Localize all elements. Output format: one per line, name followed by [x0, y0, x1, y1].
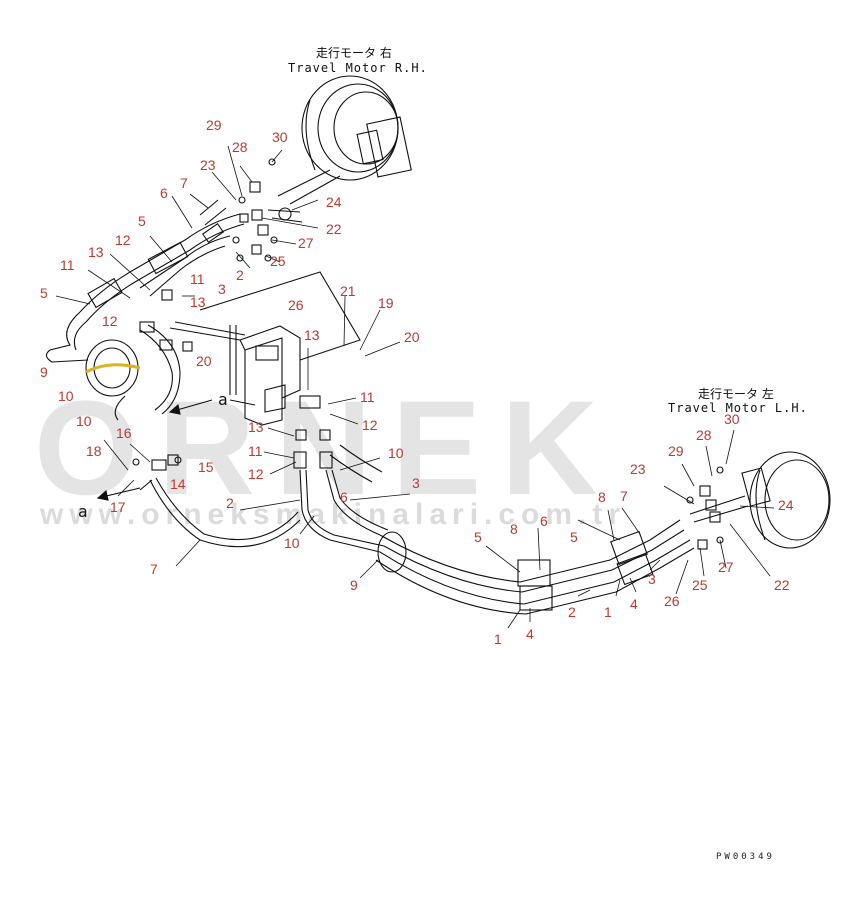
- travel-motor-rh-drawing: [267, 75, 412, 223]
- callout-label[interactable]: 27: [718, 559, 734, 575]
- callout-label[interactable]: 11: [190, 271, 205, 287]
- callout-label[interactable]: 12: [248, 466, 264, 482]
- callout-label[interactable]: 10: [284, 535, 300, 551]
- callout-label[interactable]: 12: [115, 232, 131, 248]
- leader-lines: [55, 145, 775, 629]
- callout-label[interactable]: 2: [568, 604, 576, 620]
- callout-label[interactable]: 20: [196, 353, 212, 369]
- title-lh-japanese: 走行モータ 左: [698, 387, 774, 401]
- callout-label[interactable]: 3: [218, 281, 226, 297]
- callout-label[interactable]: 7: [180, 175, 188, 191]
- left-long-hose: [132, 454, 301, 548]
- callout-label[interactable]: 23: [200, 157, 216, 173]
- callout-label[interactable]: 13: [304, 327, 320, 343]
- callout-label[interactable]: 3: [648, 571, 656, 587]
- callout-label[interactable]: 23: [630, 461, 646, 477]
- callout-label[interactable]: 17: [110, 499, 126, 515]
- callout-label[interactable]: 18: [86, 443, 102, 459]
- callout-label[interactable]: 6: [340, 489, 348, 505]
- callout-label[interactable]: 10: [58, 388, 74, 404]
- callout-label[interactable]: 13: [248, 419, 264, 435]
- callout-label[interactable]: 5: [570, 529, 578, 545]
- callout-label[interactable]: 26: [664, 593, 680, 609]
- callout-label[interactable]: 6: [160, 185, 168, 201]
- center-valve: [169, 271, 361, 426]
- callout-label[interactable]: 28: [232, 139, 248, 155]
- title-rh-english: Travel Motor R.H.: [288, 61, 428, 75]
- callout-label[interactable]: 14: [170, 476, 186, 492]
- title-rh-japanese: 走行モータ 右: [316, 46, 392, 60]
- title-lh-english: Travel Motor L.H.: [668, 401, 808, 415]
- callout-label[interactable]: 5: [138, 213, 146, 229]
- view-arrows: [96, 399, 213, 501]
- callout-label[interactable]: 10: [76, 413, 92, 429]
- callout-label[interactable]: 25: [270, 253, 286, 269]
- callout-label[interactable]: 29: [206, 117, 222, 133]
- callout-label[interactable]: 24: [326, 194, 342, 210]
- callout-label[interactable]: 5: [474, 529, 482, 545]
- callout-label[interactable]: 2: [236, 267, 244, 283]
- callout-label[interactable]: 11: [60, 257, 75, 273]
- callout-label[interactable]: 3: [412, 475, 420, 491]
- callout-label[interactable]: 4: [630, 596, 638, 612]
- callout-label[interactable]: 1: [604, 604, 612, 620]
- callout-label[interactable]: 30: [272, 129, 288, 145]
- callout-label[interactable]: 11: [248, 443, 263, 459]
- highlight-mark: [85, 363, 141, 374]
- callout-label[interactable]: 19: [378, 295, 394, 311]
- callout-label[interactable]: 8: [510, 521, 518, 537]
- callout-label[interactable]: 2: [226, 495, 234, 511]
- callout-label[interactable]: 5: [40, 285, 48, 301]
- callout-label[interactable]: 13: [190, 294, 206, 310]
- callout-label[interactable]: 9: [40, 364, 48, 380]
- main-hose-bundle: [375, 519, 695, 615]
- callout-label[interactable]: 20: [404, 329, 420, 345]
- callout-label[interactable]: 24: [778, 497, 794, 513]
- callout-label[interactable]: 9: [350, 577, 358, 593]
- view-mark-a-upper: a: [218, 390, 228, 409]
- view-mark-a-lower: a: [78, 502, 88, 521]
- callout-label[interactable]: 12: [102, 313, 118, 329]
- callout-label[interactable]: 13: [88, 244, 104, 260]
- callout-label[interactable]: 1: [494, 631, 502, 647]
- callout-label[interactable]: 22: [326, 221, 342, 237]
- callout-label[interactable]: 4: [526, 626, 534, 642]
- callout-label[interactable]: 7: [150, 561, 158, 577]
- callout-label[interactable]: 12: [362, 417, 378, 433]
- callout-label[interactable]: 8: [598, 489, 606, 505]
- callout-label[interactable]: 15: [198, 459, 214, 475]
- drawing-code: PW00349: [716, 852, 775, 862]
- callout-label[interactable]: 27: [298, 235, 314, 251]
- callout-label[interactable]: 22: [774, 577, 790, 593]
- callout-label[interactable]: 11: [360, 389, 375, 405]
- center-hoses: [293, 429, 389, 553]
- callout-label[interactable]: 21: [340, 283, 356, 299]
- callout-label[interactable]: 7: [620, 488, 628, 504]
- callout-label[interactable]: 10: [388, 445, 404, 461]
- travel-motor-lh-drawing: [686, 451, 831, 550]
- rh-hoses: [79, 199, 245, 323]
- callout-label[interactable]: 29: [668, 443, 684, 459]
- callout-label[interactable]: 16: [116, 425, 132, 441]
- callout-label[interactable]: 25: [692, 577, 708, 593]
- callout-label[interactable]: 6: [540, 513, 548, 529]
- callout-label[interactable]: 30: [724, 411, 740, 427]
- callout-label[interactable]: 26: [288, 297, 304, 313]
- callout-label[interactable]: 28: [696, 427, 712, 443]
